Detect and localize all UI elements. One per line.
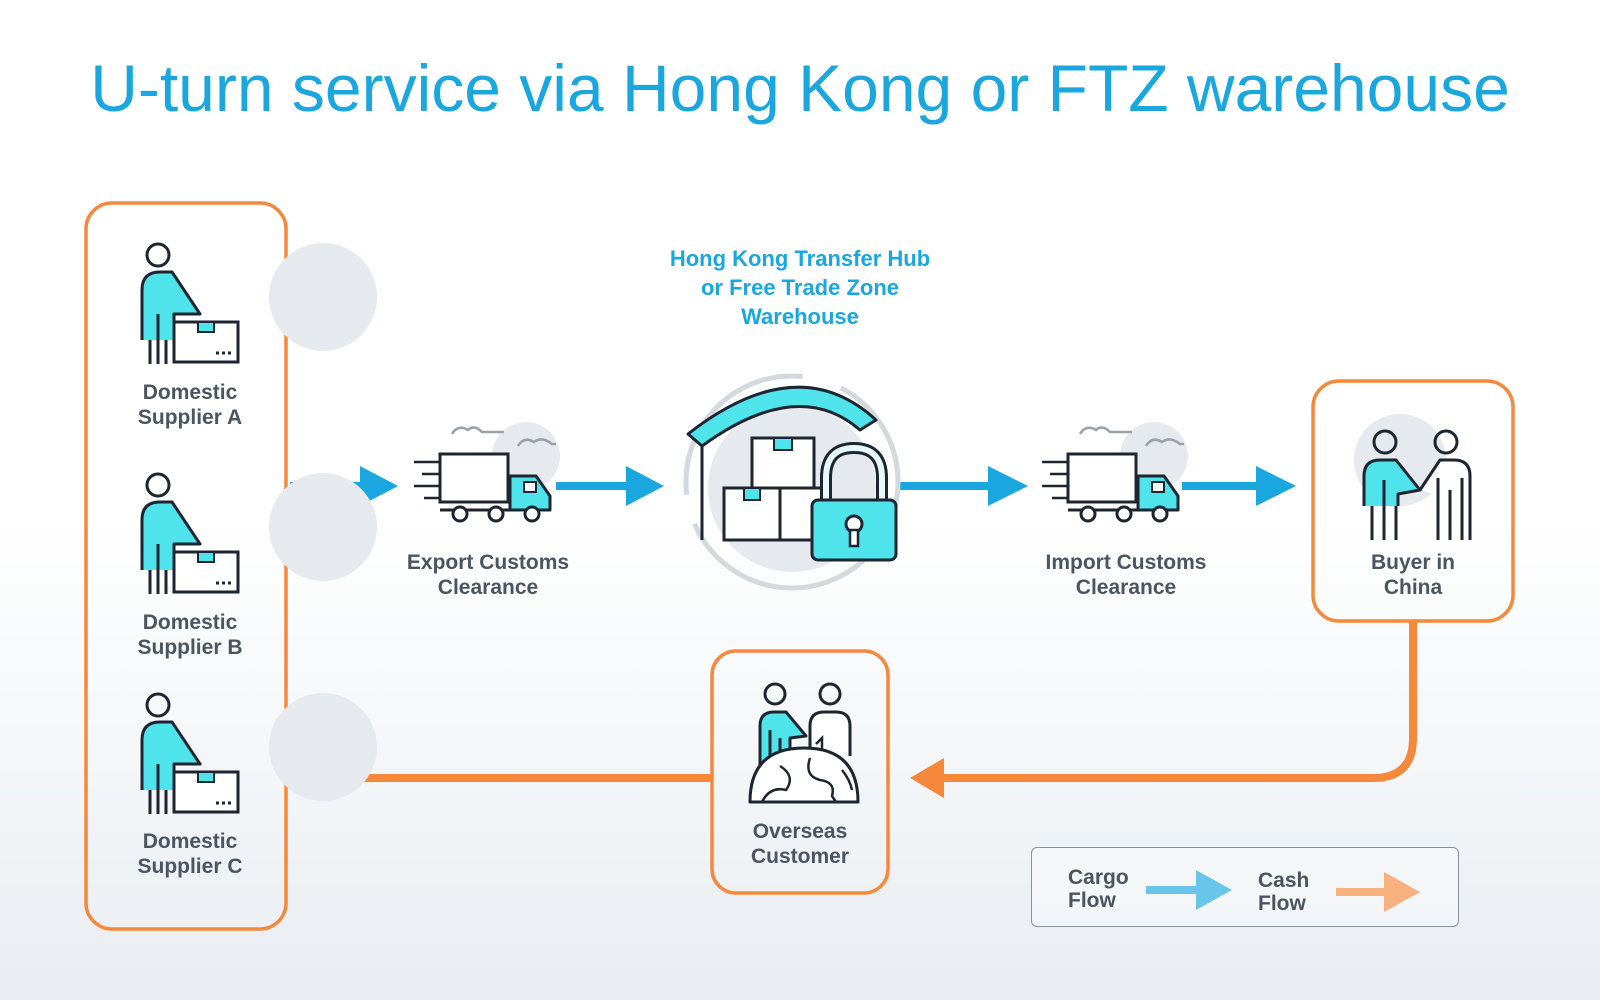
cargo-arrow-hub-to-import xyxy=(896,466,1028,506)
legend-cargo-arrow xyxy=(1146,870,1232,910)
handshake-icon xyxy=(1354,414,1472,540)
worker-with-box-icon xyxy=(140,471,379,596)
worker-with-box-icon xyxy=(140,691,379,816)
legend-cash-arrow xyxy=(1336,872,1420,912)
cargo-arrow-export-to-hub xyxy=(556,466,664,506)
legend xyxy=(1031,847,1459,927)
global-customer-icon xyxy=(748,682,860,804)
page-title: U-turn service via Hong Kong or FTZ ware… xyxy=(90,51,1510,125)
overseas-box xyxy=(710,649,890,895)
cargo-arrow-import-to-buyer xyxy=(1182,466,1296,506)
export-truck-icon xyxy=(412,420,562,523)
worker-with-box-icon xyxy=(140,241,379,366)
cash-arrow-buyer-to-overseas xyxy=(910,621,1417,798)
import-truck-icon xyxy=(1040,420,1190,523)
warehouse-lock-icon xyxy=(683,373,901,591)
